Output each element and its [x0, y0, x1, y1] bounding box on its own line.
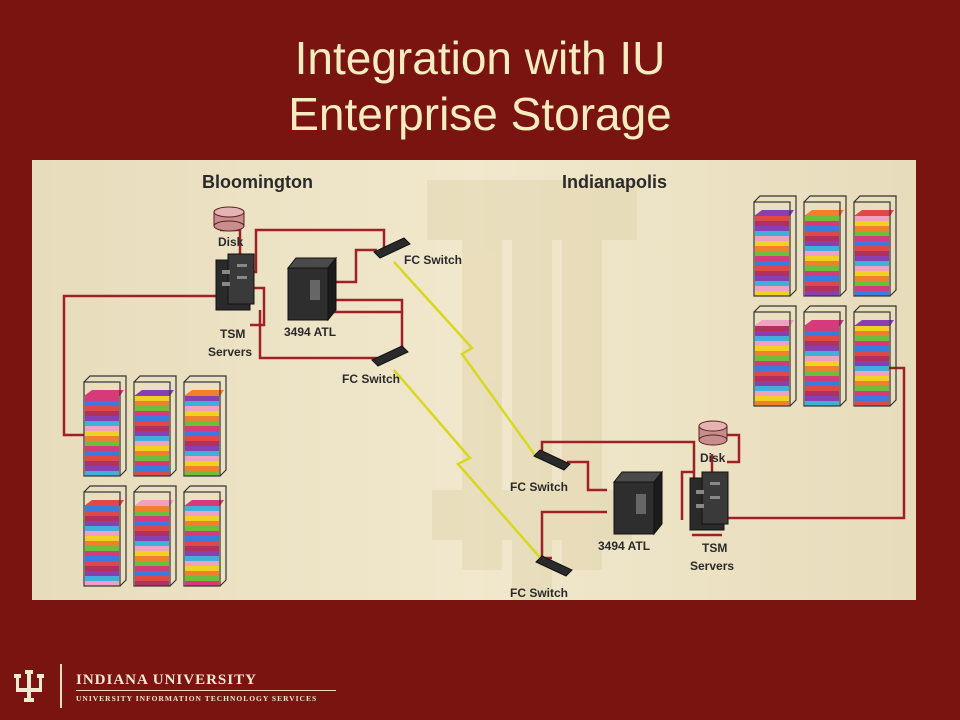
right-rack-1-icon [753, 195, 797, 297]
indianapolis-fc-switch-bottom-label: FC Switch [510, 586, 568, 600]
right-rack-3-icon [853, 195, 897, 297]
bloomington-disk-label: Disk [218, 235, 244, 249]
right-rack-2-icon [803, 195, 847, 297]
bloomington-fc-switch-top-label: FC Switch [404, 253, 462, 267]
bloomington-tsm-label-line-2: Servers [208, 345, 252, 359]
footer-logo: INDIANA UNIVERSITY UNIVERSITY INFORMATIO… [14, 664, 354, 708]
indianapolis-fc-switch-bottom-icon [535, 555, 573, 577]
bloomington-fc-switch-bottom-label: FC Switch [342, 372, 400, 386]
indianapolis-site-label: Indianapolis [562, 172, 667, 192]
right-rack-6-icon [853, 305, 897, 407]
left-rack-2-icon [133, 375, 177, 477]
indianapolis-atl-icon [612, 470, 664, 536]
indianapolis-disk-label: Disk [700, 451, 726, 465]
wan-links [393, 261, 545, 563]
indianapolis-fc-switch-top-icon [533, 449, 571, 471]
slide-title-line-1: Integration with IU [294, 32, 666, 84]
bloomington-fc-switch-top-icon [373, 237, 411, 259]
bloomington-site-label: Bloomington [202, 172, 313, 192]
left-rack-6-icon [183, 485, 227, 587]
indianapolis-tsm-servers-icon [689, 471, 729, 531]
iu-trident-icon [14, 670, 44, 702]
indianapolis-tsm-label-line-1: TSM [702, 541, 727, 555]
tape-racks [83, 195, 897, 587]
iu-watermark-icon [427, 180, 637, 600]
bloomington-atl-label: 3494 ATL [284, 325, 336, 339]
slide-title-line-2: Enterprise Storage [288, 88, 672, 140]
indianapolis-tsm-label-line-2: Servers [690, 559, 734, 573]
bloomington-fc-switch-bottom-icon [371, 345, 409, 367]
slide-title: Integration with IU Enterprise Storage [0, 30, 960, 142]
footer-rule [76, 690, 336, 691]
indianapolis-fc-switch-top-label: FC Switch [510, 480, 568, 494]
bloomington-tsm-label-line-1: TSM [220, 327, 245, 341]
left-rack-4-icon [83, 485, 127, 587]
indianapolis-atl-label: 3494 ATL [598, 539, 650, 553]
right-rack-5-icon [803, 305, 847, 407]
storage-diagram: Disk TSM Servers 3494 ATL FC Switch FC S… [32, 160, 916, 600]
footer-divider [60, 664, 62, 708]
bloomington-atl-icon [286, 256, 338, 322]
left-rack-5-icon [133, 485, 177, 587]
footer-university-name: INDIANA UNIVERSITY [76, 672, 257, 688]
bloomington-disk-icon [213, 206, 245, 232]
left-rack-1-icon [83, 375, 127, 477]
indianapolis-disk-icon [698, 420, 728, 446]
right-rack-4-icon [753, 305, 797, 407]
bloomington-tsm-servers-icon [215, 253, 255, 311]
left-rack-3-icon [183, 375, 227, 477]
footer-department-name: UNIVERSITY INFORMATION TECHNOLOGY SERVIC… [76, 694, 318, 703]
